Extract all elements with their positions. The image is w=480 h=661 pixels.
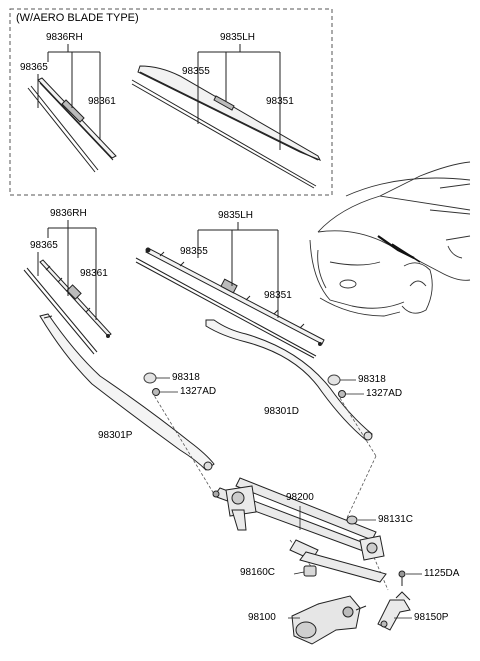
arm-right-label: 98301P [98, 430, 133, 441]
standard-rh-blade [23, 220, 112, 355]
lh-blade-label: 98351 [264, 290, 292, 301]
inset-rh-blade [27, 44, 117, 173]
inset-lh-blade-label: 98351 [266, 96, 294, 107]
nut-right-drawing [152, 388, 160, 396]
aero-blade-inset-title: (W/AERO BLADE TYPE) [16, 12, 139, 24]
linkage-label: 98200 [286, 492, 314, 503]
arm-left-label: 98301D [264, 406, 300, 417]
nut-left-label: 1327AD [366, 388, 403, 399]
motor-drawing [291, 595, 367, 645]
rh-refill-label: 98365 [30, 240, 58, 251]
pivot-cap-drawing [346, 515, 358, 525]
bolt-label: 1125DA [424, 568, 460, 579]
grommet-label: 98160C [240, 567, 276, 578]
bracket-label: 98150P [414, 612, 449, 623]
cap-left-label: 98318 [358, 374, 386, 385]
wiper-arm-right-drawing [39, 313, 215, 471]
cap-left-drawing [327, 374, 341, 386]
inset-lh-refill-label: 98355 [182, 66, 210, 77]
inset-lh-assembly-label: 9835LH [220, 32, 256, 43]
grommet-drawing [303, 565, 317, 577]
pivot-cap-label: 98131C [378, 514, 414, 525]
cap-right-label: 98318 [172, 372, 200, 383]
inset-rh-blade-label: 98361 [88, 96, 116, 107]
inset-rh-refill-label: 98365 [20, 62, 48, 73]
inset-lh-blade [131, 44, 322, 189]
cap-right-drawing [143, 372, 157, 384]
bolt-drawing [398, 570, 406, 586]
aero-blade-inset-box [9, 8, 333, 196]
vehicle-sketch [309, 161, 471, 317]
linkage-drawing [212, 477, 387, 583]
nut-right-label: 1327AD [180, 386, 217, 397]
lh-refill-label: 98355 [180, 246, 208, 257]
motor-label: 98100 [248, 612, 276, 623]
wiper-arm-left-drawing [205, 319, 373, 441]
part-leader-lines [156, 377, 422, 619]
rh-blade-label: 98361 [80, 268, 108, 279]
inset-rh-assembly-label: 9836RH [46, 32, 83, 43]
lh-assembly-label: 9835LH [218, 210, 254, 221]
rh-assembly-label: 9836RH [50, 208, 87, 219]
bracket-drawing [377, 591, 411, 631]
standard-lh-blade [135, 222, 325, 359]
nut-left-drawing [338, 390, 346, 398]
